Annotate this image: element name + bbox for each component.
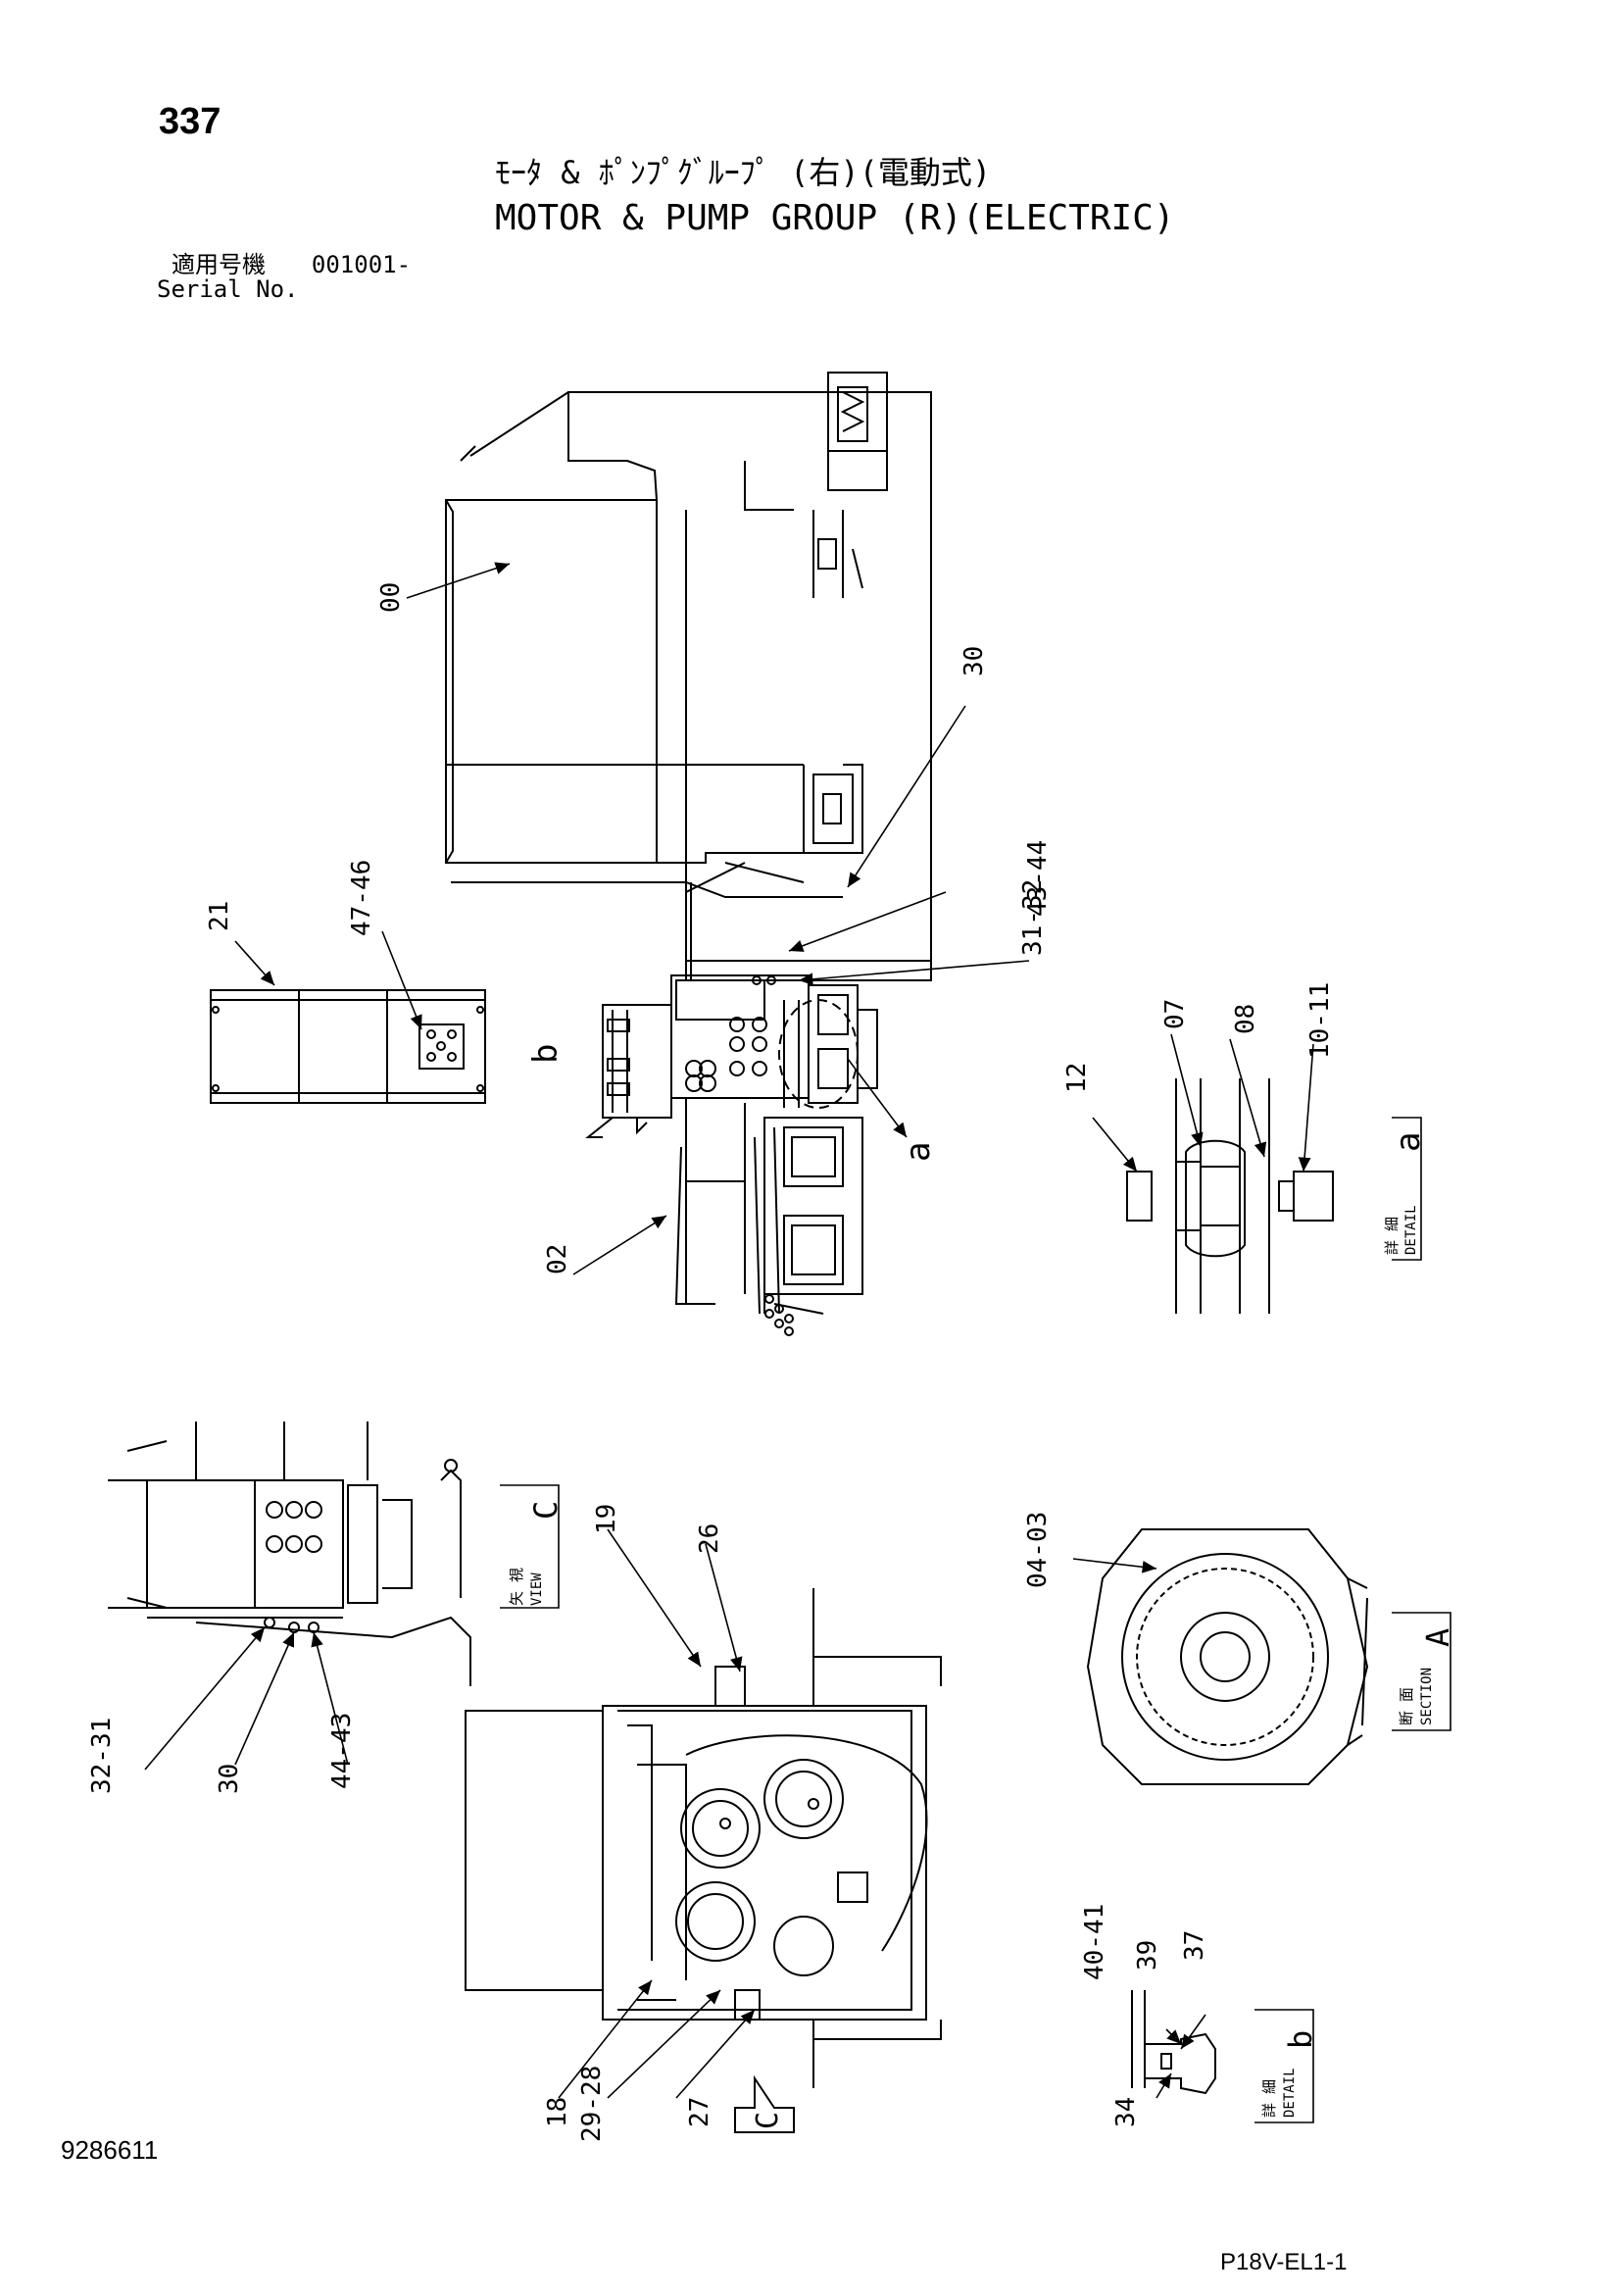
view-c-letter: C [527, 1501, 565, 1520]
callout-c18: 18 [543, 2096, 572, 2127]
serial-value: 001001- [311, 251, 412, 278]
section-a-label: A 断 面 SECTION [1398, 1628, 1456, 1725]
view-c-drawing [108, 1422, 471, 1686]
view-c-arrow [734, 2074, 795, 2133]
callout-c32-31-left: 32-31 [87, 1717, 117, 1794]
page-code: P18V-EL1-1 [1220, 2249, 1348, 2275]
callout-c37: 37 [1180, 1929, 1209, 1961]
callout-c02: 02 [543, 1243, 572, 1274]
view-labels [500, 1117, 1451, 2123]
detail-b-letter: b [1282, 2030, 1319, 2049]
detail-b-en: DETAIL [1282, 2068, 1298, 2118]
callout-c12: 12 [1062, 1062, 1092, 1093]
view-c-en: VIEW [529, 1572, 545, 1606]
section-a-drawing [1086, 1528, 1369, 1785]
marker-b: b [526, 1044, 566, 1064]
pump-group-assembly [465, 1588, 942, 2088]
base-frame-left [674, 887, 687, 1305]
detail-b-jp: 詳 細 [1260, 2079, 1278, 2118]
callout-c30-left: 30 [215, 1763, 244, 1794]
detail-b-label: b 詳 細 DETAIL [1260, 2030, 1319, 2118]
title-english: MOTOR & PUMP GROUP (R)(ELECTRIC) [495, 198, 1175, 238]
callout-c29-28: 29-28 [577, 2065, 607, 2142]
serial-label-japanese: 適用号機 001001- [172, 253, 411, 276]
callout-c44-43-left: 44-43 [327, 1712, 357, 1789]
valve-block [585, 974, 878, 1138]
detail-a-label: a 詳 細 DETAIL [1383, 1132, 1428, 1255]
view-c-label: C 矢 視 VIEW [508, 1501, 565, 1606]
callout-c10-11: 10-11 [1305, 981, 1335, 1059]
detail-a-drawing [1126, 1078, 1334, 1314]
document-id: 9286611 [61, 2135, 159, 2165]
callout-c21: 21 [205, 900, 234, 931]
callout-c34: 34 [1111, 2096, 1141, 2127]
section-a-letter: A [1419, 1628, 1456, 1647]
detail-b-drawing [1131, 1990, 1216, 2095]
callout-c27: 27 [685, 2096, 714, 2127]
marker-a: a [899, 1142, 938, 1162]
callout-c07: 07 [1160, 998, 1190, 1029]
page-number: 337 [159, 101, 221, 142]
serial-label-english: Serial No. [157, 275, 299, 303]
callout-c31-32-top: 31-32 [1018, 878, 1048, 956]
view-c-jp: 矢 視 [508, 1568, 525, 1606]
callout-c39: 39 [1133, 1939, 1162, 1971]
motor-assembly-top [445, 372, 932, 981]
callout-c30-top: 30 [959, 645, 989, 676]
callout-c08: 08 [1231, 1003, 1260, 1034]
detail-a-en: DETAIL [1403, 1205, 1419, 1255]
callout-c00: 00 [376, 581, 406, 613]
detail-a-jp: 詳 細 [1383, 1217, 1401, 1255]
callout-c04-03: 04-03 [1023, 1511, 1053, 1588]
callout-c19: 19 [592, 1503, 621, 1534]
marker-c: C [751, 2112, 785, 2129]
section-a-en: SECTION [1419, 1668, 1435, 1725]
serial-label-jp-text: 適用号機 [172, 251, 266, 278]
callout-c26: 26 [695, 1522, 724, 1554]
section-a-jp: 断 面 [1398, 1687, 1415, 1725]
title-japanese: ﾓｰﾀ & ﾎﾟﾝﾌﾟｸﾞﾙｰﾌﾟ (右)(電動式) [495, 154, 992, 191]
detail-a-letter: a [1389, 1132, 1428, 1152]
panel-21 [210, 989, 486, 1104]
callout-c47-46: 47-46 [347, 859, 376, 936]
pump-lower [676, 1117, 863, 1336]
leader-lines [144, 562, 1314, 2099]
callout-c40-41: 40-41 [1080, 1903, 1109, 1980]
